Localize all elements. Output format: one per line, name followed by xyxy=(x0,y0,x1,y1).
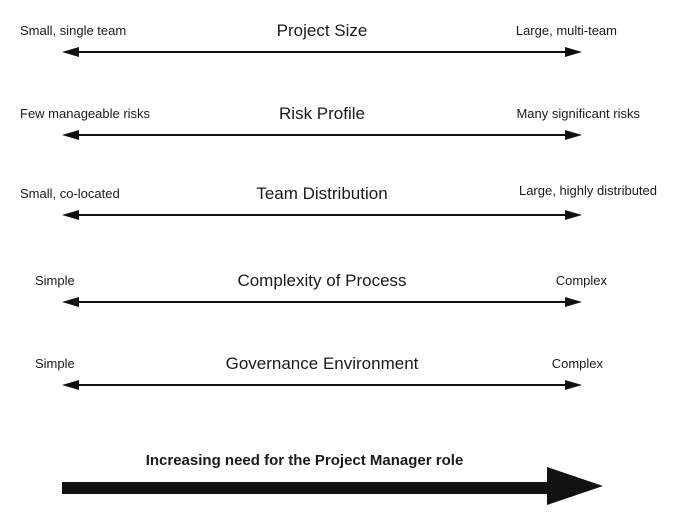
arrow-line xyxy=(74,384,570,386)
scale-row-complexity-of-process: Simple Complexity of Process Complex xyxy=(0,271,673,331)
arrowhead-left-icon xyxy=(62,47,79,57)
arrowhead-right-icon xyxy=(565,210,582,220)
arrow-line xyxy=(74,134,570,136)
double-arrow xyxy=(62,380,582,390)
arrow-line xyxy=(74,51,570,53)
arrow-shaft xyxy=(62,482,549,494)
scale-title: Risk Profile xyxy=(279,104,365,123)
scale-row-project-size: Small, single team Project Size Large, m… xyxy=(0,21,673,81)
double-arrow xyxy=(62,297,582,307)
arrowhead-left-icon xyxy=(62,380,79,390)
double-arrow xyxy=(62,130,582,140)
scale-right-label: Large, multi-team xyxy=(515,23,617,38)
arrowhead-right-icon xyxy=(565,380,582,390)
scale-row-risk-profile: Few manageable risks Risk Profile Many s… xyxy=(0,104,673,164)
arrowhead-left-icon xyxy=(62,210,79,220)
scale-title: Team Distribution xyxy=(256,184,388,203)
scale-right-label: Large, highly distributed xyxy=(518,183,657,198)
arrowhead-left-icon xyxy=(62,130,79,140)
arrowhead-right-icon xyxy=(565,130,582,140)
double-arrow xyxy=(62,210,582,220)
arrowhead-right-icon xyxy=(565,297,582,307)
scale-left-label: Simple xyxy=(35,273,75,288)
scale-row-team-distribution: Small, co-located Team Distribution Larg… xyxy=(0,183,673,244)
increasing-need-arrow xyxy=(62,467,603,505)
scale-left-label: Simple xyxy=(35,356,75,371)
scale-title: Governance Environment xyxy=(225,354,419,373)
arrow-line xyxy=(74,301,570,303)
scale-title: Project Size xyxy=(276,21,368,40)
scale-left-label: Small, single team xyxy=(20,23,127,38)
footer-caption: Increasing need for the Project Manager … xyxy=(145,452,464,469)
arrowhead-right-icon xyxy=(565,47,582,57)
scale-left-label: Small, co-located xyxy=(20,186,120,201)
scale-left-label: Few manageable risks xyxy=(20,106,151,121)
arrow-line xyxy=(74,214,570,216)
scale-title: Complexity of Process xyxy=(237,271,407,290)
scale-row-governance-environment: Simple Governance Environment Complex xyxy=(0,354,673,414)
arrowhead-left-icon xyxy=(62,297,79,307)
scale-right-label: Many significant risks xyxy=(516,106,640,121)
arrowhead-right-icon xyxy=(547,467,603,505)
double-arrow xyxy=(62,47,582,57)
scale-right-label: Complex xyxy=(555,273,607,288)
scale-right-label: Complex xyxy=(551,356,603,371)
